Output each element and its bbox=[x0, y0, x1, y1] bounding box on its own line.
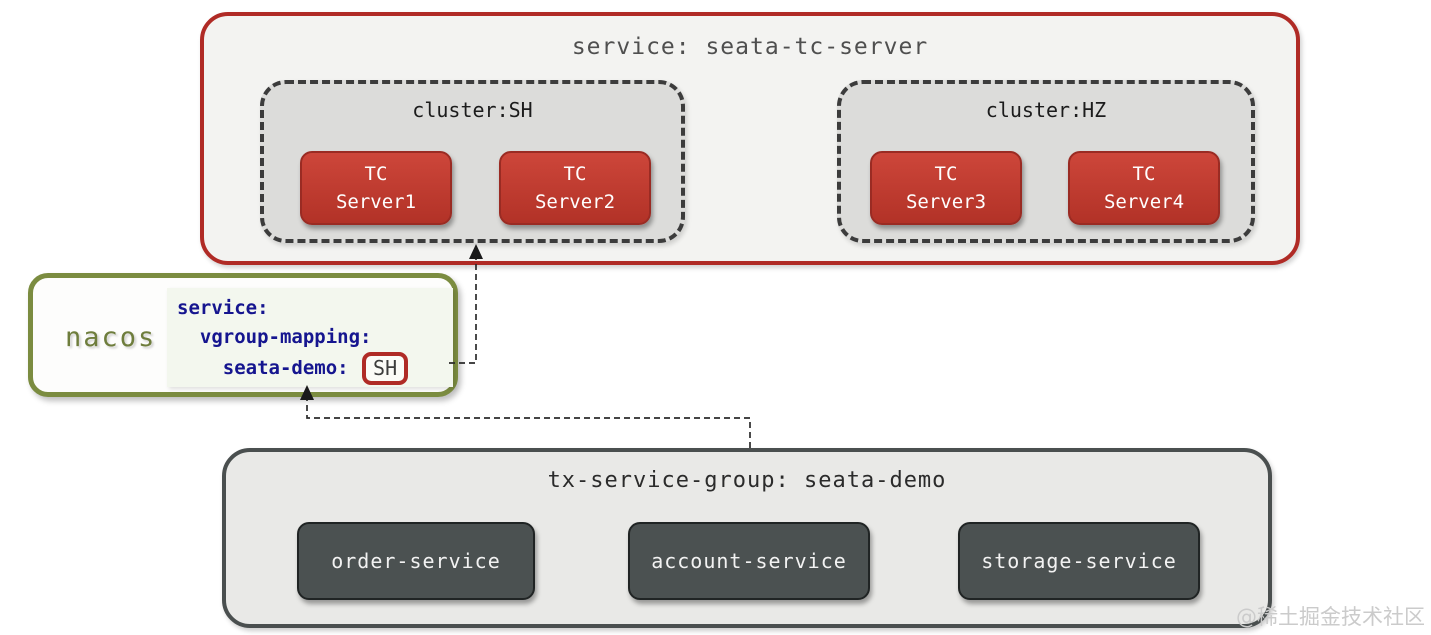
config-line-vgroup-mapping: vgroup-mapping: bbox=[177, 326, 372, 348]
cluster-sh-label: cluster:SH bbox=[412, 98, 533, 122]
tc-server3-node: TC Server3 bbox=[870, 151, 1022, 225]
tc-server-group-title: service: seata-tc-server bbox=[571, 34, 929, 60]
tc-server1-label: TC Server1 bbox=[335, 162, 417, 214]
mapping-value-chip: SH bbox=[362, 352, 409, 385]
nacos-config-panel: service: vgroup-mapping: seata-demo: SH bbox=[167, 288, 453, 387]
account-service-label: account-service bbox=[651, 549, 847, 573]
tc-server1-node: TC Server1 bbox=[300, 151, 452, 225]
tc-server3-label: TC Server3 bbox=[905, 162, 987, 214]
order-service-label: order-service bbox=[331, 549, 501, 573]
tc-server4-label: TC Server4 bbox=[1103, 162, 1185, 214]
connector-txgroup-to-nacos bbox=[306, 393, 751, 448]
account-service-node: account-service bbox=[628, 522, 870, 600]
storage-service-label: storage-service bbox=[981, 549, 1177, 573]
tx-service-group-title: tx-service-group: seata-demo bbox=[547, 468, 947, 493]
tc-server2-label: TC Server2 bbox=[534, 162, 616, 214]
config-line-seata-demo: seata-demo: SH bbox=[177, 352, 443, 385]
nacos-label: nacos bbox=[65, 322, 157, 353]
storage-service-node: storage-service bbox=[958, 522, 1200, 600]
watermark: @稀土掘金技术社区 bbox=[1236, 605, 1425, 629]
config-line-seata-demo-key: seata-demo: bbox=[177, 357, 361, 379]
tc-server4-node: TC Server4 bbox=[1068, 151, 1220, 225]
order-service-node: order-service bbox=[297, 522, 535, 600]
nacos-box: nacos service: vgroup-mapping: seata-dem… bbox=[28, 273, 458, 397]
tc-server2-node: TC Server2 bbox=[499, 151, 651, 225]
cluster-hz-label: cluster:HZ bbox=[985, 98, 1107, 122]
config-line-service: service: bbox=[177, 297, 269, 319]
